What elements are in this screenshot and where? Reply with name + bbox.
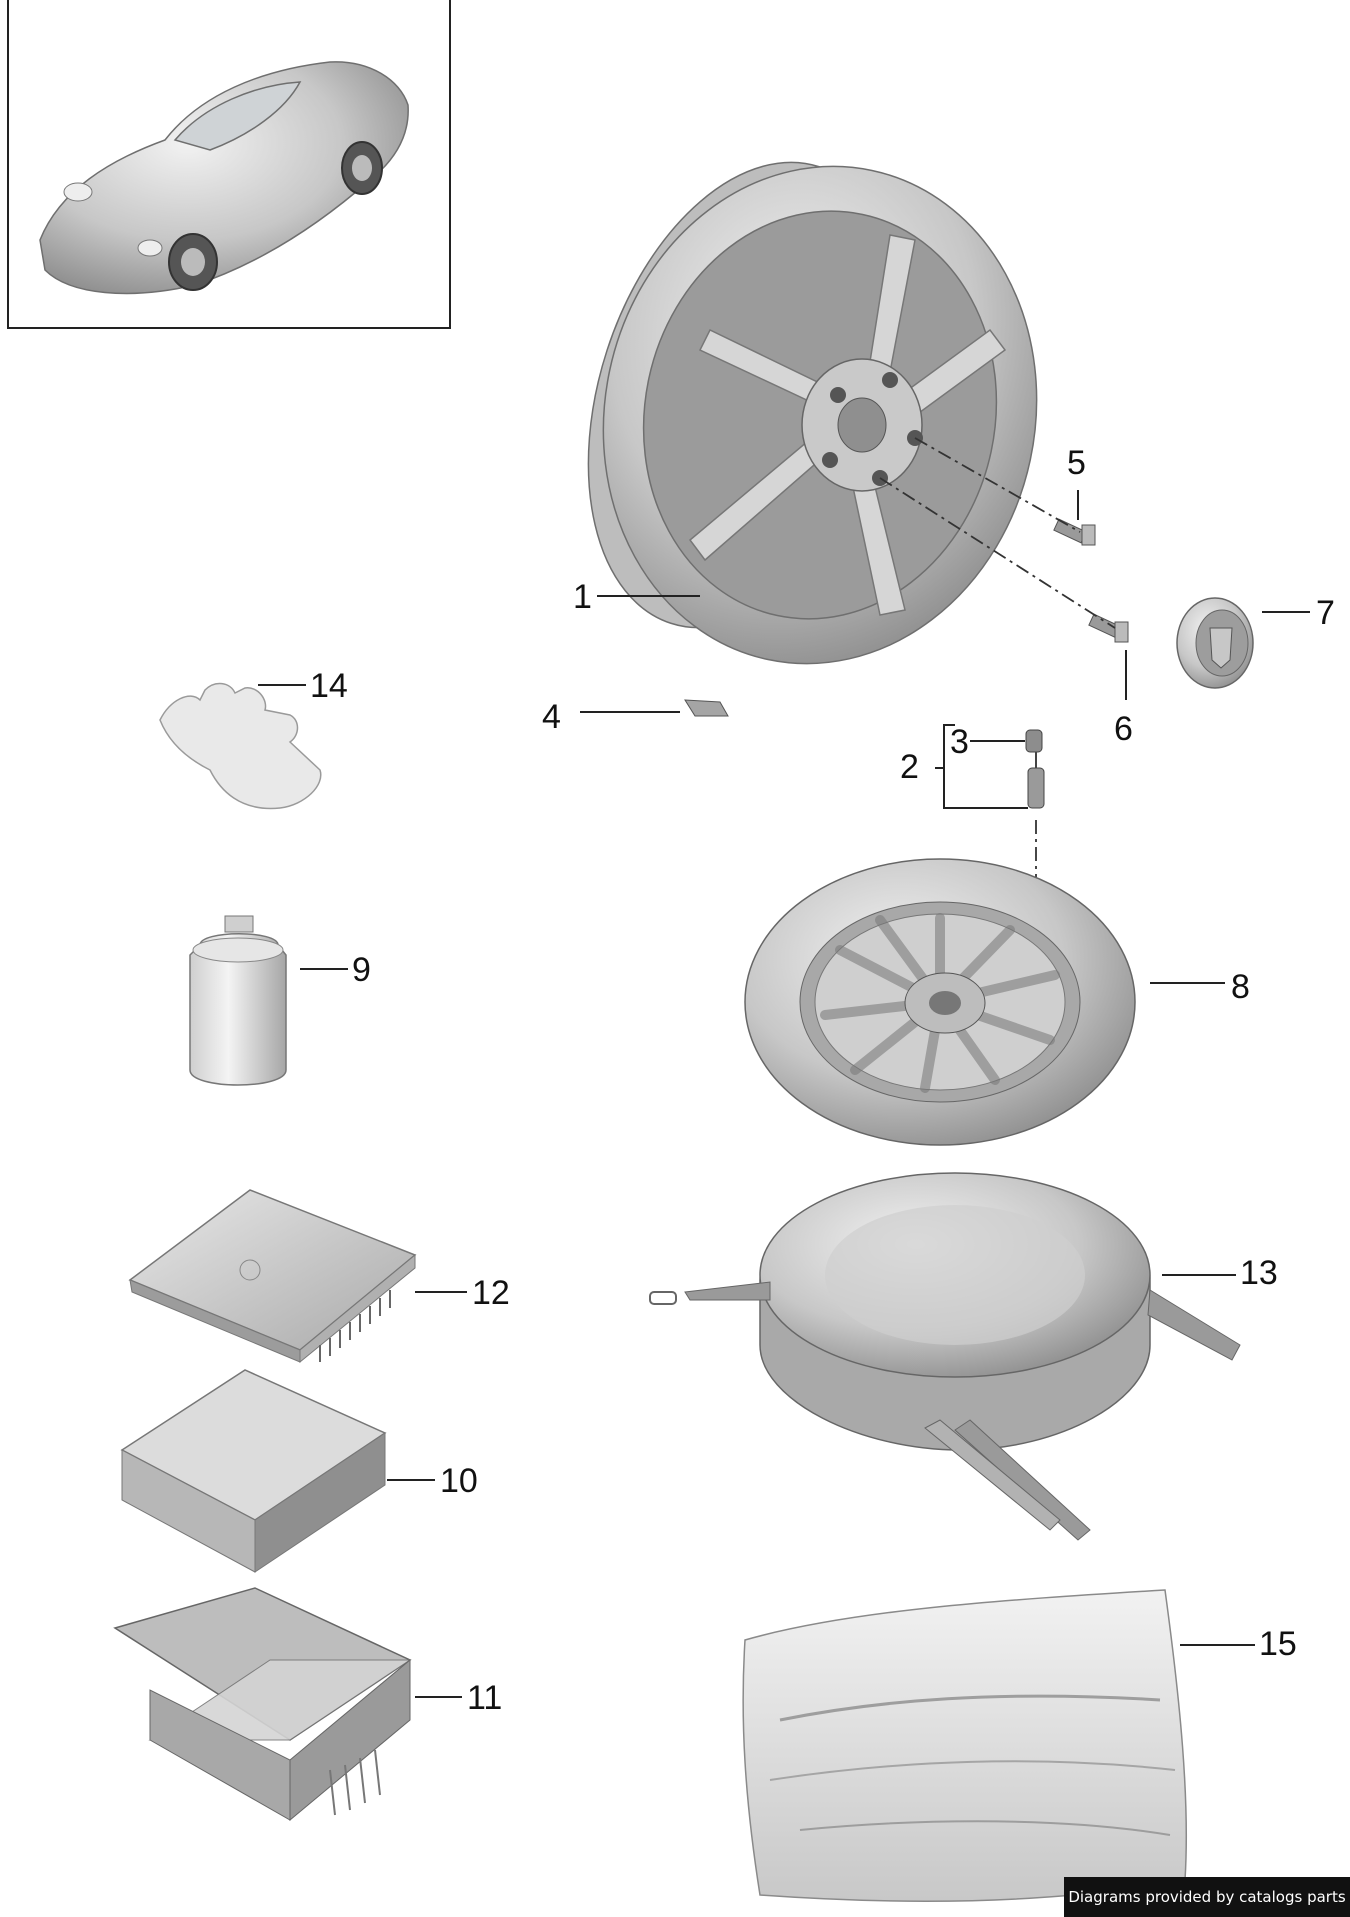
callout-2: 2 [900, 748, 919, 786]
car-thumbnail-icon [39, 61, 409, 295]
part-storage-bag [742, 1589, 1188, 1902]
callout-4: 4 [542, 698, 561, 736]
part-spare-wheel [744, 858, 1136, 1146]
callout-1: 1 [573, 578, 592, 616]
leader-lines [258, 490, 1310, 1698]
diagram-credit: Diagrams provided by catalogs parts [1064, 1877, 1350, 1917]
callout-10: 10 [440, 1462, 478, 1500]
callout-5: 5 [1067, 444, 1086, 482]
part-wheel-bolt [1053, 518, 1096, 546]
part-tire-valve [1025, 729, 1045, 809]
part-gloves [159, 682, 322, 810]
part-balance-weight [684, 699, 729, 717]
callout-12: 12 [472, 1274, 510, 1312]
part-spare-wheel-cover [649, 1172, 1241, 1541]
callout-6: 6 [1114, 710, 1133, 748]
callout-8: 8 [1231, 968, 1250, 1006]
part-compressor-cover [128, 1189, 417, 1364]
part-wheel-bolt-2 [1088, 613, 1129, 643]
callout-15: 15 [1259, 1625, 1297, 1663]
callout-11: 11 [467, 1679, 502, 1717]
part-wheel-rim [587, 161, 1038, 665]
callout-14: 14 [310, 667, 348, 705]
car-thumbnail [7, 0, 451, 329]
part-sealant-bottle [189, 915, 287, 1086]
callout-13: 13 [1240, 1254, 1278, 1292]
callout-7: 7 [1316, 594, 1335, 632]
part-holder-bracket [113, 1587, 412, 1822]
callout-3: 3 [950, 723, 969, 761]
callout-9: 9 [352, 951, 371, 989]
part-center-cap [1176, 597, 1254, 689]
part-compressor [120, 1369, 387, 1573]
